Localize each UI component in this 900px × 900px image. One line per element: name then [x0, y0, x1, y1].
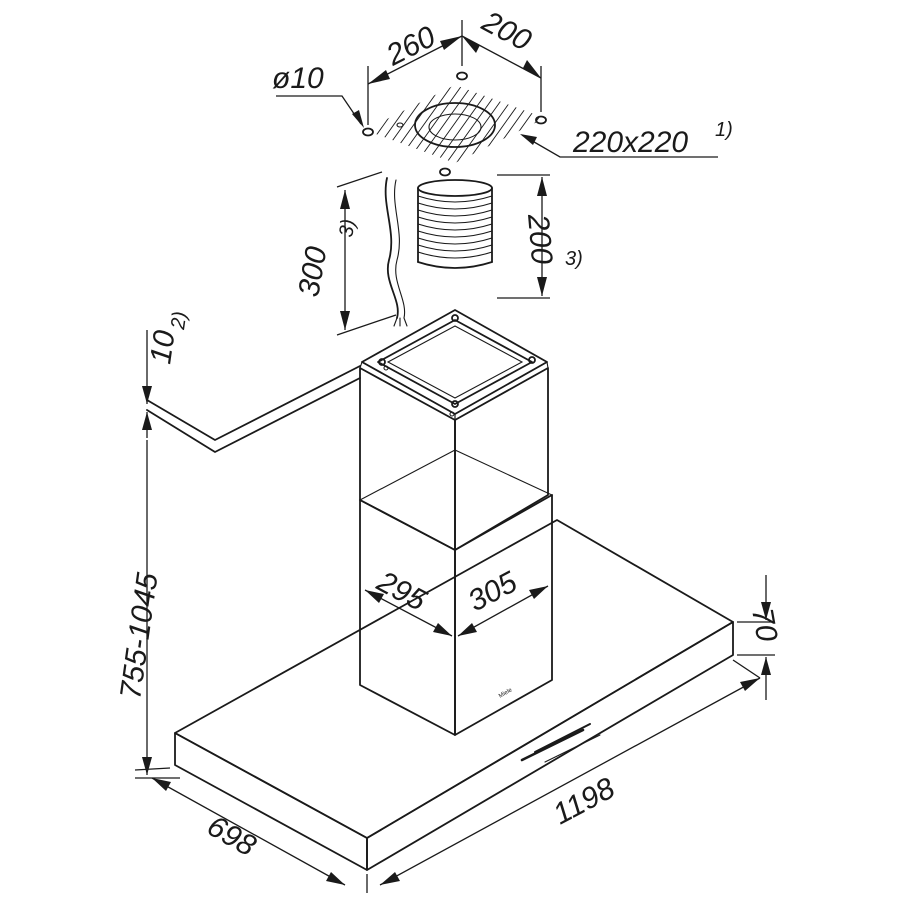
power-cable: [384, 177, 408, 327]
label-duct-length-note: 3): [565, 248, 583, 270]
installation-height-dimension: 755-1045: [114, 440, 180, 779]
label-hole-spacing-b: 200: [476, 5, 537, 58]
hood-canopy: [174, 519, 734, 871]
hole-spacing-dimensions: 260 200: [367, 5, 542, 125]
duct-length-dimension: 200 3): [497, 174, 583, 299]
label-chimney-depth: 295: [371, 565, 432, 618]
hole-diameter-callout: ø10: [272, 62, 364, 128]
mounting-hole: [456, 71, 468, 81]
label-canopy-depth: 698: [202, 809, 262, 863]
flexible-duct: [417, 179, 493, 269]
duct-cutout-hatching: [365, 85, 545, 163]
label-duct-size: 220x220: [572, 126, 688, 159]
label-cable-length: 300: [292, 244, 333, 299]
label-hole-spacing-a: 260: [380, 20, 441, 73]
mounting-hole: [439, 167, 451, 177]
canopy-height-dimension: 70: [737, 575, 783, 700]
hood-chimney: Miele: [358, 309, 554, 736]
brand-logo: Miele: [498, 687, 514, 700]
clearance-dimension: 10 2): [142, 310, 191, 438]
label-chimney-width: 305: [463, 565, 523, 618]
mounting-hole: [535, 115, 547, 125]
label-clearance-note: 2): [167, 310, 191, 332]
label-canopy-width: 1198: [548, 772, 621, 832]
ceiling-mounting-template: [362, 71, 547, 177]
canopy-depth-dimension: 698: [134, 767, 346, 886]
label-duct-length: 200: [521, 212, 558, 266]
cable-length-dimension: 300 3): [292, 171, 397, 336]
label-height-range: 755-1045: [114, 571, 164, 701]
mounting-hole: [362, 127, 374, 137]
label-canopy-height: 70: [745, 605, 783, 644]
canopy-width-dimension: 1198: [366, 659, 761, 893]
ceiling-edge-outline: [146, 365, 361, 453]
duct-opening-circle: [414, 102, 496, 148]
label-hole-diameter: ø10: [272, 62, 324, 95]
label-cable-length-note: 3): [335, 218, 360, 239]
label-duct-size-note: 1): [715, 119, 733, 141]
duct-size-callout: 220x220 1): [520, 119, 733, 159]
label-clearance: 10: [144, 328, 181, 366]
